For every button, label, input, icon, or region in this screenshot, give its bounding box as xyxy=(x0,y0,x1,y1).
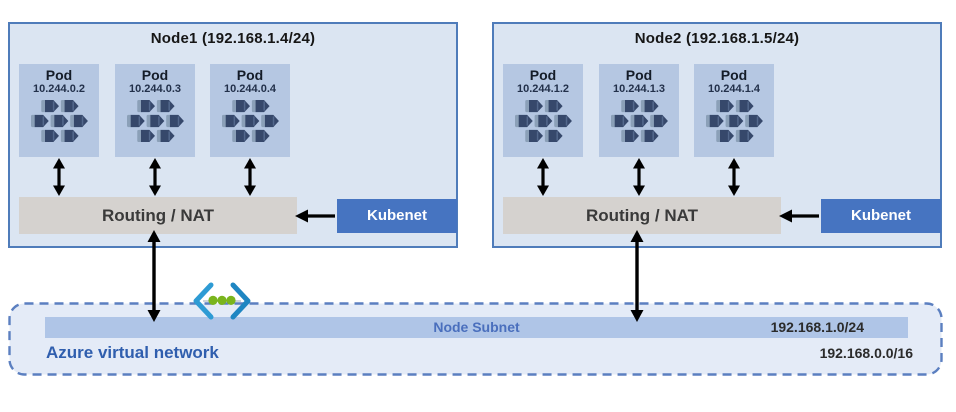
node2-title: Node2 (192.168.1.5/24) xyxy=(634,30,800,47)
node-subnet-label: Node Subnet xyxy=(433,319,520,335)
node-subnet-cidr: 192.168.1.0/24 xyxy=(770,319,864,335)
node-subnet-bar: Node Subnet 192.168.1.0/24 xyxy=(45,317,908,338)
azure-vnet-cidr: 192.168.0.0/16 xyxy=(819,345,913,361)
containers-icon xyxy=(30,100,88,142)
pod-label: Pod xyxy=(529,67,557,83)
node2-box: Node2 (192.168.1.5/24) Pod 10.244.1.2 Po… xyxy=(492,22,942,248)
pod-routing-arrow xyxy=(51,158,67,196)
pod-label: Pod xyxy=(141,67,169,83)
pod-label: Pod xyxy=(236,67,264,83)
azure-vnet-box: Node Subnet 192.168.1.0/24 Azure virtual… xyxy=(8,302,943,376)
node1-pod1: Pod 10.244.0.2 xyxy=(19,64,99,157)
node1-title: Node1 (192.168.1.4/24) xyxy=(150,30,316,47)
containers-icon xyxy=(221,100,279,142)
containers-icon xyxy=(514,100,572,142)
pod-ip: 10.244.0.3 xyxy=(129,83,181,95)
node1-routing-nat: Routing / NAT xyxy=(19,197,297,234)
node1-box: Node1 (192.168.1.4/24) Pod 10.244.0.2 Po… xyxy=(8,22,458,248)
node2-pod1: Pod 10.244.1.2 xyxy=(503,64,583,157)
azure-virtual-network-icon xyxy=(193,282,251,320)
containers-icon xyxy=(705,100,763,142)
node1-pod2: Pod 10.244.0.3 xyxy=(115,64,195,157)
node2-kubenet: Kubenet xyxy=(821,199,941,233)
pod-routing-arrow xyxy=(631,158,647,196)
pod-ip: 10.244.1.2 xyxy=(517,83,569,95)
pod-routing-arrow xyxy=(147,158,163,196)
node1-kubenet: Kubenet xyxy=(337,199,457,233)
node2-routing-nat: Routing / NAT xyxy=(503,197,781,234)
azure-vnet-label: Azure virtual network xyxy=(46,343,219,362)
pod-routing-arrow xyxy=(242,158,258,196)
kubenet-routing-arrow xyxy=(295,209,336,223)
node2-pod2: Pod 10.244.1.3 xyxy=(599,64,679,157)
node2-pod3: Pod 10.244.1.4 xyxy=(694,64,774,157)
pod-label: Pod xyxy=(720,67,748,83)
pod-label: Pod xyxy=(625,67,653,83)
pod-routing-arrow xyxy=(535,158,551,196)
containers-icon xyxy=(126,100,184,142)
pod-label: Pod xyxy=(45,67,73,83)
pod-ip: 10.244.1.4 xyxy=(708,83,760,95)
node2-subnet-arrow xyxy=(628,230,646,322)
node1-pod3: Pod 10.244.0.4 xyxy=(210,64,290,157)
node1-subnet-arrow xyxy=(145,230,163,322)
containers-icon xyxy=(610,100,668,142)
pod-ip: 10.244.0.2 xyxy=(33,83,85,95)
kubenet-routing-arrow xyxy=(779,209,820,223)
pod-ip: 10.244.0.4 xyxy=(224,83,276,95)
pod-ip: 10.244.1.3 xyxy=(613,83,665,95)
pod-routing-arrow xyxy=(726,158,742,196)
